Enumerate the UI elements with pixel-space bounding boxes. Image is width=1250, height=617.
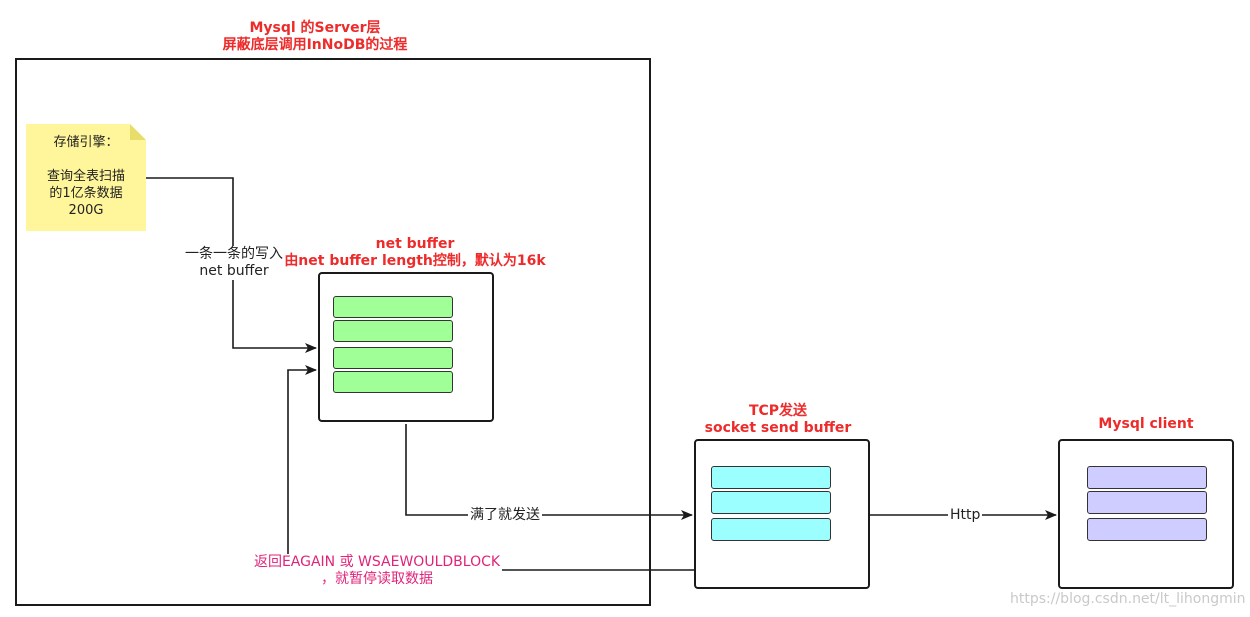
client-slot [1087,518,1207,541]
socket-buffer-slot [711,491,831,514]
note-line2: 查询全表扫描 [46,169,125,184]
eagain-label-line1: 返回EAGAIN 或 WSAEWOULDBLOCK [253,554,501,570]
note-line4: 200G [68,203,104,218]
storage-engine-note: 存储引擎： 查询全表扫描 的1亿条数据 200G [26,124,146,231]
write-label: 一条一条的写入 net buffer [181,246,287,280]
net-buffer-slot [333,347,453,369]
net-buffer-box [318,272,494,422]
socket-buffer-title-line2: socket send buffer [704,420,852,436]
socket-buffer-box [694,439,870,589]
write-label-line1: 一条一条的写入 [185,246,283,262]
server-title-line2: 屏蔽底层调用InNoDB的过程 [222,37,408,53]
client-slot [1087,491,1207,514]
write-label-line2: net buffer [199,263,269,279]
eagain-label-line2: ，就暂停读取数据 [321,571,433,587]
client-slot [1087,466,1207,489]
net-buffer-title-line2: 由net buffer length控制，默认为16k [284,253,546,269]
socket-buffer-slot [711,466,831,489]
http-label: Http [948,507,983,524]
net-buffer-slot [333,371,453,393]
eagain-label: 返回EAGAIN 或 WSAEWOULDBLOCK ，就暂停读取数据 [252,554,502,588]
note-line1: 存储引擎： [53,135,119,150]
socket-buffer-title-line1: TCP发送 [748,403,808,419]
net-buffer-title: net buffer 由net buffer length控制，默认为16k [275,236,555,270]
net-buffer-slot [333,320,453,342]
note-fold-icon [130,124,146,140]
note-line3: 的1亿条数据 [49,186,123,201]
watermark: https://blog.csdn.net/lt_lihongmin [1010,591,1246,607]
send-arrow [405,424,693,520]
server-layer-title: Mysql 的Server层 屏蔽底层调用InNoDB的过程 [215,20,415,54]
net-buffer-title-line1: net buffer [375,236,455,252]
client-box [1058,439,1234,589]
socket-buffer-title: TCP发送 socket send buffer [688,403,868,437]
client-title: Mysql client [1098,416,1194,432]
server-title-line1: Mysql 的Server层 [249,20,381,36]
send-when-full-label: 满了就发送 [468,507,542,524]
server-layer-frame [15,58,651,606]
net-buffer-slot [333,296,453,318]
socket-buffer-slot [711,518,831,541]
